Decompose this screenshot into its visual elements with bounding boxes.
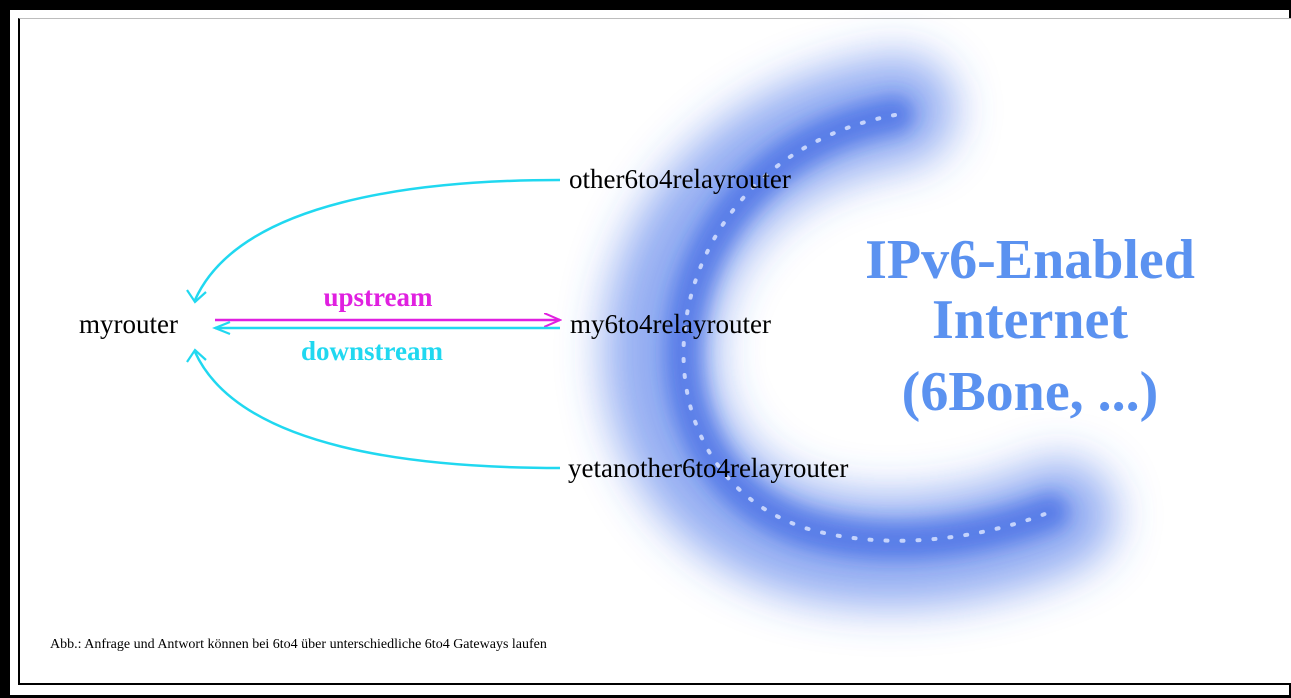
node-myrouter: myrouter [79, 309, 178, 339]
other-relay-arrowhead [186, 289, 207, 304]
node-yetanother6to4relayrouter: yetanother6to4relayrouter [568, 453, 848, 483]
downstream-arrowhead [212, 320, 231, 336]
internet-halo [604, 55, 1115, 607]
yetanother-relay-return-arrow [193, 351, 561, 470]
figure-caption: Abb.: Anfrage und Antwort können bei 6to… [50, 637, 547, 652]
yetanother-relay-arrowhead [186, 348, 207, 363]
node-other6to4relayrouter: other6to4relayrouter [569, 164, 791, 194]
downstream-label: downstream [301, 336, 444, 366]
upstream-label: upstream [323, 282, 433, 312]
internet-label-line1: IPv6-Enabled [865, 229, 1195, 291]
other-relay-return-arrow [193, 178, 561, 301]
internet-label-line2: Internet [932, 289, 1128, 351]
node-my6to4relayrouter: my6to4relayrouter [570, 309, 771, 339]
internet-label-line3: (6Bone, ...) [902, 361, 1159, 423]
internet-label: IPv6-Enabled Internet (6Bone, ...) [865, 229, 1195, 423]
